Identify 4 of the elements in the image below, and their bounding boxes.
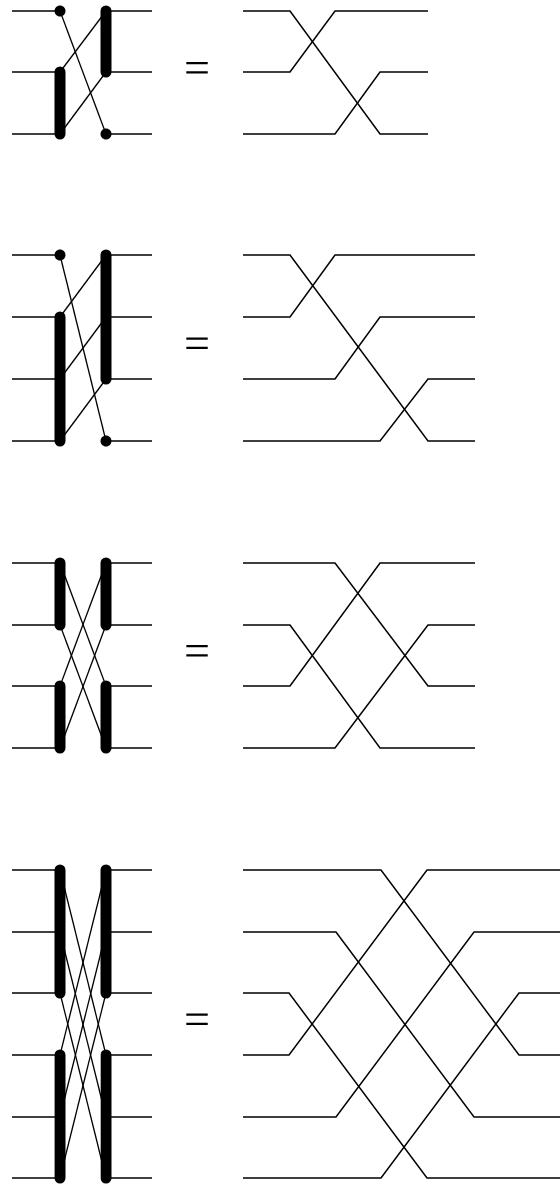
equals-sign: = — [186, 337, 208, 349]
equals-sign: = — [186, 1013, 208, 1025]
equals-sign: = — [186, 62, 208, 74]
equals-sign: = — [186, 645, 208, 657]
